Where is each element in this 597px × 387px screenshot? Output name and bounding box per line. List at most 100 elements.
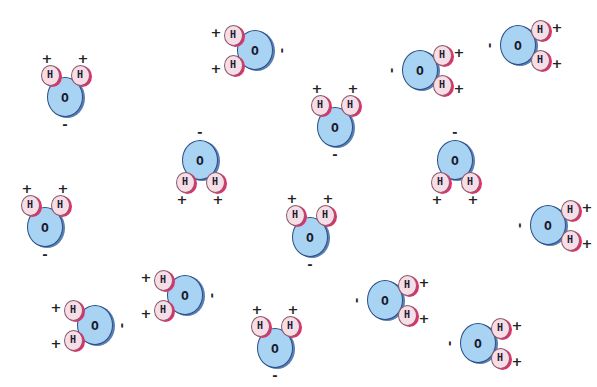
atom-symbol: O [514, 39, 522, 52]
charge-sign: + [211, 26, 222, 39]
atom-symbol: H [212, 177, 218, 187]
charge-sign: + [419, 276, 430, 289]
hydrogen-atom: H [176, 172, 195, 193]
atom-symbol: H [47, 70, 53, 80]
atom-symbol: H [160, 305, 166, 315]
hydrogen-atom: H [311, 95, 330, 116]
hydrogen-atom: H [433, 75, 452, 96]
charge-sign: + [312, 82, 323, 95]
atom-symbol: O [91, 319, 99, 332]
charge-sign: - [387, 67, 400, 72]
atom-symbol: H [317, 100, 323, 110]
hydrogen-atom: H [224, 25, 243, 46]
hydrogen-atom: H [251, 316, 270, 337]
hydrogen-atom: H [281, 316, 300, 337]
atom-symbol: H [57, 200, 63, 210]
atom-symbol: O [416, 64, 424, 77]
atom-symbol: O [474, 337, 482, 350]
charge-sign: - [452, 127, 457, 140]
charge-sign: + [348, 82, 359, 95]
charge-sign: + [582, 237, 593, 250]
atom-symbol: H [70, 305, 76, 315]
hydrogen-atom: H [491, 348, 510, 369]
hydrogen-atom: H [286, 205, 305, 226]
charge-sign: - [307, 258, 312, 271]
charge-sign: + [288, 303, 299, 316]
atom-symbol: H [347, 100, 353, 110]
atom-symbol: H [497, 353, 503, 363]
atom-symbol: H [404, 280, 410, 290]
charge-sign: + [512, 319, 523, 332]
atom-symbol: H [182, 177, 188, 187]
atom-symbol: H [257, 321, 263, 331]
atom-symbol: H [537, 25, 543, 35]
charge-sign: + [58, 182, 69, 195]
atom-symbol: H [292, 210, 298, 220]
hydrogen-atom: H [341, 95, 360, 116]
charge-sign: + [552, 21, 563, 34]
hydrogen-atom: H [206, 172, 225, 193]
charge-sign: + [287, 192, 298, 205]
charge-sign: + [51, 337, 62, 350]
charge-sign: + [454, 82, 465, 95]
atom-symbol: H [230, 60, 236, 70]
hydrogen-atom: H [224, 55, 243, 76]
hydrogen-atom: H [154, 300, 173, 321]
atom-symbol: H [287, 321, 293, 331]
charge-sign: + [213, 193, 224, 206]
hydrogen-atom: H [64, 300, 83, 321]
charge-sign: + [323, 192, 334, 205]
hydrogen-atom: H [316, 205, 335, 226]
charge-sign: + [512, 355, 523, 368]
charge-sign: + [454, 46, 465, 59]
hydrogen-atom: H [491, 318, 510, 339]
hydrogen-atom: H [51, 195, 70, 216]
charge-sign: + [582, 201, 593, 214]
hydrogen-atom: H [398, 305, 417, 326]
charge-sign: - [276, 47, 289, 52]
charge-sign: + [78, 52, 89, 65]
atom-symbol: O [61, 91, 69, 104]
atom-symbol: H [439, 80, 445, 90]
charge-sign: - [515, 222, 528, 227]
atom-symbol: O [451, 154, 459, 167]
hydrogen-atom: H [398, 275, 417, 296]
charge-sign: - [62, 118, 67, 131]
charge-sign: - [332, 148, 337, 161]
atom-symbol: H [27, 200, 33, 210]
charge-sign: - [42, 248, 47, 261]
atom-symbol: O [331, 121, 339, 134]
charge-sign: + [177, 193, 188, 206]
atom-symbol: O [381, 294, 389, 307]
hydrogen-atom: H [154, 270, 173, 291]
atom-symbol: H [437, 177, 443, 187]
hydrogen-atom: H [531, 50, 550, 71]
atom-symbol: H [439, 50, 445, 60]
charge-sign: - [445, 340, 458, 345]
charge-sign: + [211, 62, 222, 75]
atom-symbol: H [567, 205, 573, 215]
hydrogen-atom: H [71, 65, 90, 86]
charge-sign: - [352, 297, 365, 302]
hydrogen-atom: H [431, 172, 450, 193]
hydrogen-atom: H [531, 20, 550, 41]
charge-sign: + [419, 312, 430, 325]
charge-sign: + [252, 303, 263, 316]
atom-symbol: O [271, 342, 279, 355]
atom-symbol: O [196, 154, 204, 167]
charge-sign: - [197, 127, 202, 140]
atom-symbol: O [306, 231, 314, 244]
atom-symbol: H [322, 210, 328, 220]
hydrogen-atom: H [64, 330, 83, 351]
hydrogen-atom: H [561, 230, 580, 251]
atom-symbol: O [251, 44, 259, 57]
hydrogen-atom: H [41, 65, 60, 86]
charge-sign: + [432, 193, 443, 206]
charge-sign: + [51, 301, 62, 314]
atom-symbol: H [537, 55, 543, 65]
hydrogen-atom: H [433, 45, 452, 66]
charge-sign: + [468, 193, 479, 206]
hydrogen-atom: H [461, 172, 480, 193]
charge-sign: + [552, 57, 563, 70]
